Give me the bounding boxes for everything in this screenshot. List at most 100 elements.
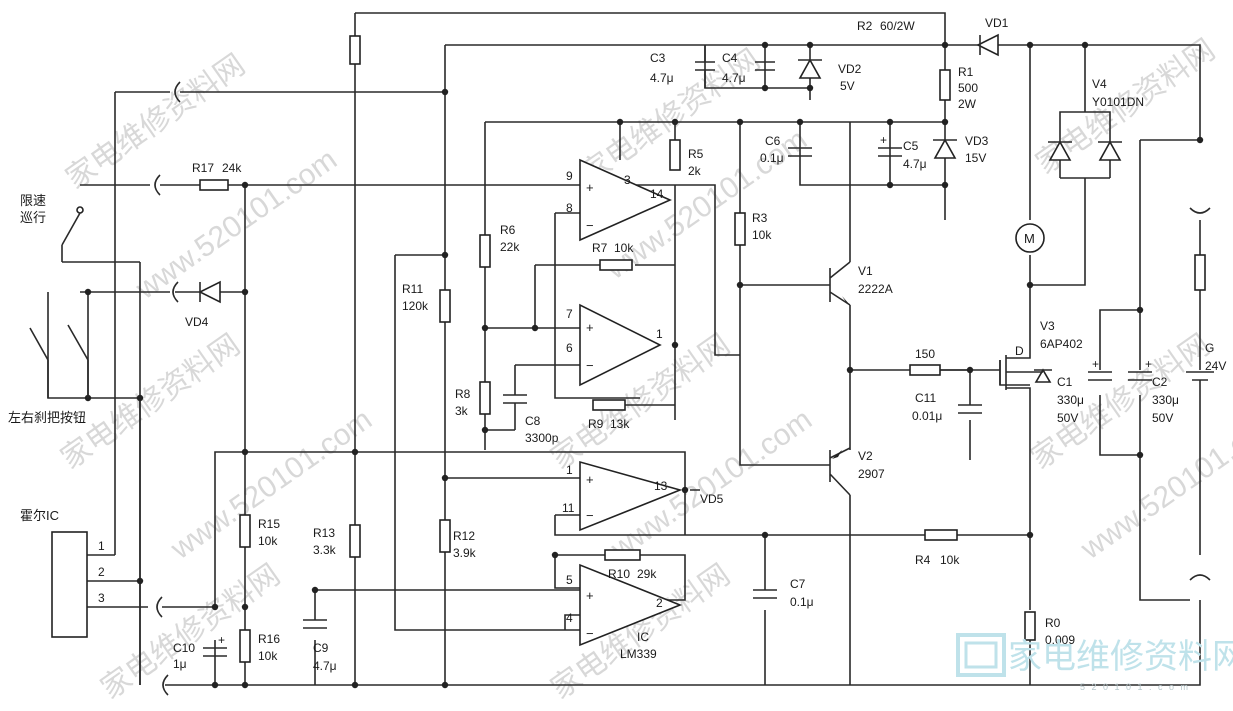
c8-value: 3300p bbox=[525, 431, 559, 445]
v4-ref: V4 bbox=[1092, 77, 1107, 91]
diode-v4-left bbox=[1048, 140, 1072, 161]
capacitor-c5: + bbox=[878, 133, 902, 157]
svg-text:+: + bbox=[1145, 357, 1152, 371]
capacitor-c11 bbox=[958, 404, 982, 414]
c4-ref: C4 bbox=[722, 51, 738, 65]
brake-buttons-label: 左右刹把按钮 bbox=[8, 410, 86, 425]
r9-value: 13k bbox=[610, 417, 630, 431]
capacitor-c1: + bbox=[1088, 357, 1112, 381]
r17-value: 24k bbox=[222, 161, 242, 175]
resistor-r9 bbox=[592, 399, 626, 411]
ic-pin-14: 14 bbox=[650, 187, 664, 201]
resistor-r5 bbox=[669, 139, 681, 171]
resistor-r2 bbox=[349, 35, 361, 65]
ic-pin-1: 1 bbox=[656, 327, 663, 341]
v3-ref: V3 bbox=[1040, 319, 1055, 333]
motor-m: M bbox=[1015, 223, 1045, 253]
r15-ref: R15 bbox=[258, 517, 280, 531]
r13-value: 3.3k bbox=[313, 543, 337, 557]
hall-pin-1: 1 bbox=[98, 539, 105, 553]
r11-ref: R11 bbox=[402, 282, 423, 296]
labels: 限速 巡行 左右刹把按钮 霍尔IC 1 2 3 R2 60/2W R1 500 … bbox=[8, 16, 1226, 673]
resistor-r15 bbox=[239, 514, 251, 548]
capacitor-c7 bbox=[753, 589, 777, 599]
c5-value: 4.7μ bbox=[903, 157, 927, 171]
resistor-r16 bbox=[239, 629, 251, 663]
switch-brake-right bbox=[67, 324, 89, 398]
r16-ref: R16 bbox=[258, 632, 280, 646]
resistor-r17 bbox=[199, 179, 229, 191]
c4-value: 4.7μ bbox=[722, 71, 746, 85]
resistor-r3 bbox=[734, 212, 746, 246]
v1-ref: V1 bbox=[858, 264, 873, 278]
c7-value: 0.1μ bbox=[790, 595, 814, 609]
c8-ref: C8 bbox=[525, 414, 541, 428]
ic-pin-2: 2 bbox=[656, 596, 663, 610]
vd5-ref: VD5 bbox=[700, 492, 724, 506]
r11-value: 120k bbox=[402, 299, 429, 313]
diode-vd4 bbox=[198, 280, 221, 304]
r0-value: 0.009 bbox=[1045, 633, 1075, 647]
svg-text:+: + bbox=[1092, 357, 1099, 371]
c7-ref: C7 bbox=[790, 577, 806, 591]
r5-ref: R5 bbox=[688, 147, 704, 161]
battery-ref: G bbox=[1205, 341, 1214, 355]
logo-text: 家电维修资料网 bbox=[1008, 638, 1233, 676]
hall-pin-3: 3 bbox=[98, 591, 105, 605]
capacitor-c3 bbox=[695, 45, 715, 88]
resistor-r10 bbox=[604, 549, 641, 561]
vd3-value: 15V bbox=[965, 151, 986, 165]
r4-value: 10k bbox=[940, 553, 960, 567]
hall-ic-label: 霍尔IC bbox=[20, 508, 59, 523]
ic-ref: IC bbox=[637, 630, 649, 644]
vd2-value: 5V bbox=[840, 79, 855, 93]
zener-vd2 bbox=[798, 58, 822, 79]
c11-value: 0.01μ bbox=[912, 409, 942, 423]
v1-value: 2222A bbox=[858, 282, 893, 296]
r16-value: 10k bbox=[258, 649, 278, 663]
diode-v4-right bbox=[1098, 140, 1122, 161]
c1-extra: 50V bbox=[1057, 411, 1078, 425]
r2-value: 60/2W bbox=[880, 19, 915, 33]
capacitor-c4 bbox=[755, 61, 775, 71]
capacitor-c9 bbox=[303, 619, 327, 629]
resistor-r8 bbox=[479, 381, 491, 415]
r1-extra: 2W bbox=[958, 97, 977, 111]
ic-pin-8: 8 bbox=[566, 201, 573, 215]
switch-speed-limit bbox=[61, 206, 84, 263]
c6-value: 0.1μ bbox=[760, 151, 784, 165]
r17-ref: R17 bbox=[192, 161, 214, 175]
opamp-c bbox=[579, 460, 683, 532]
r12-ref: R12 bbox=[453, 529, 475, 543]
opamp-signs: +− +− +− +− bbox=[586, 180, 594, 641]
opamp-d bbox=[579, 563, 683, 647]
ic-pin-11: 11 bbox=[562, 501, 575, 515]
capacitor-c6 bbox=[788, 147, 812, 157]
hall-pin-2: 2 bbox=[98, 565, 105, 579]
r8-ref: R8 bbox=[455, 387, 471, 401]
svg-text:−: − bbox=[586, 508, 594, 523]
speed-switch-label-1: 限速 bbox=[20, 193, 46, 208]
resistor-150 bbox=[909, 364, 941, 376]
svg-text:−: − bbox=[586, 218, 594, 233]
c2-extra: 50V bbox=[1152, 411, 1173, 425]
c10-value: 1μ bbox=[173, 657, 187, 671]
c1-value: 330μ bbox=[1057, 393, 1084, 407]
r1-value: 500 bbox=[958, 81, 978, 95]
capacitor-c8 bbox=[503, 394, 527, 430]
v4-value: Y0101DN bbox=[1092, 95, 1144, 109]
capacitor-c10: + bbox=[203, 633, 227, 657]
switch-brake-left bbox=[29, 327, 49, 398]
vd3-ref: VD3 bbox=[965, 134, 989, 148]
junctions bbox=[84, 41, 1204, 689]
opamp-b bbox=[579, 303, 662, 387]
c1-ref: C1 bbox=[1057, 375, 1073, 389]
mosfet-v3 bbox=[999, 350, 1052, 405]
ic-pin-7: 7 bbox=[566, 307, 573, 321]
c3-ref: C3 bbox=[650, 51, 666, 65]
motor-symbol: M bbox=[1024, 231, 1035, 246]
r7-value: 10k bbox=[614, 241, 634, 255]
r6-value: 22k bbox=[500, 240, 520, 254]
ic-pin-1c: 1 bbox=[566, 463, 573, 477]
resistor-r12 bbox=[439, 519, 451, 553]
